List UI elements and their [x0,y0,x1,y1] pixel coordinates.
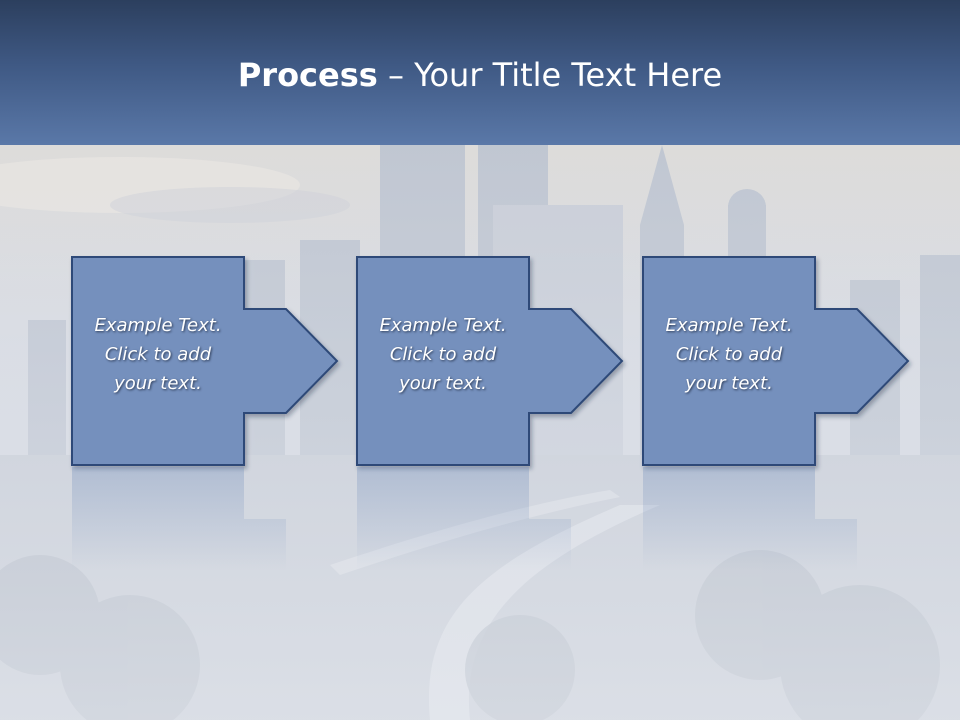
step-2-text[interactable]: Example Text. Click to add your text. [379,315,507,394]
process-step-3[interactable] [642,256,910,570]
title-bar: Process – Your Title Text Here [0,0,960,145]
step-3-text[interactable]: Example Text. Click to add your text. [665,315,793,394]
slide-title[interactable]: Process – Your Title Text Here [0,52,960,98]
step-1-text[interactable]: Example Text. Click to add your text. [94,315,222,394]
title-regular-part: – Your Title Text Here [377,56,723,94]
process-step-1[interactable] [71,256,339,570]
process-step-2[interactable] [356,256,624,570]
title-bold-part: Process [237,56,378,94]
